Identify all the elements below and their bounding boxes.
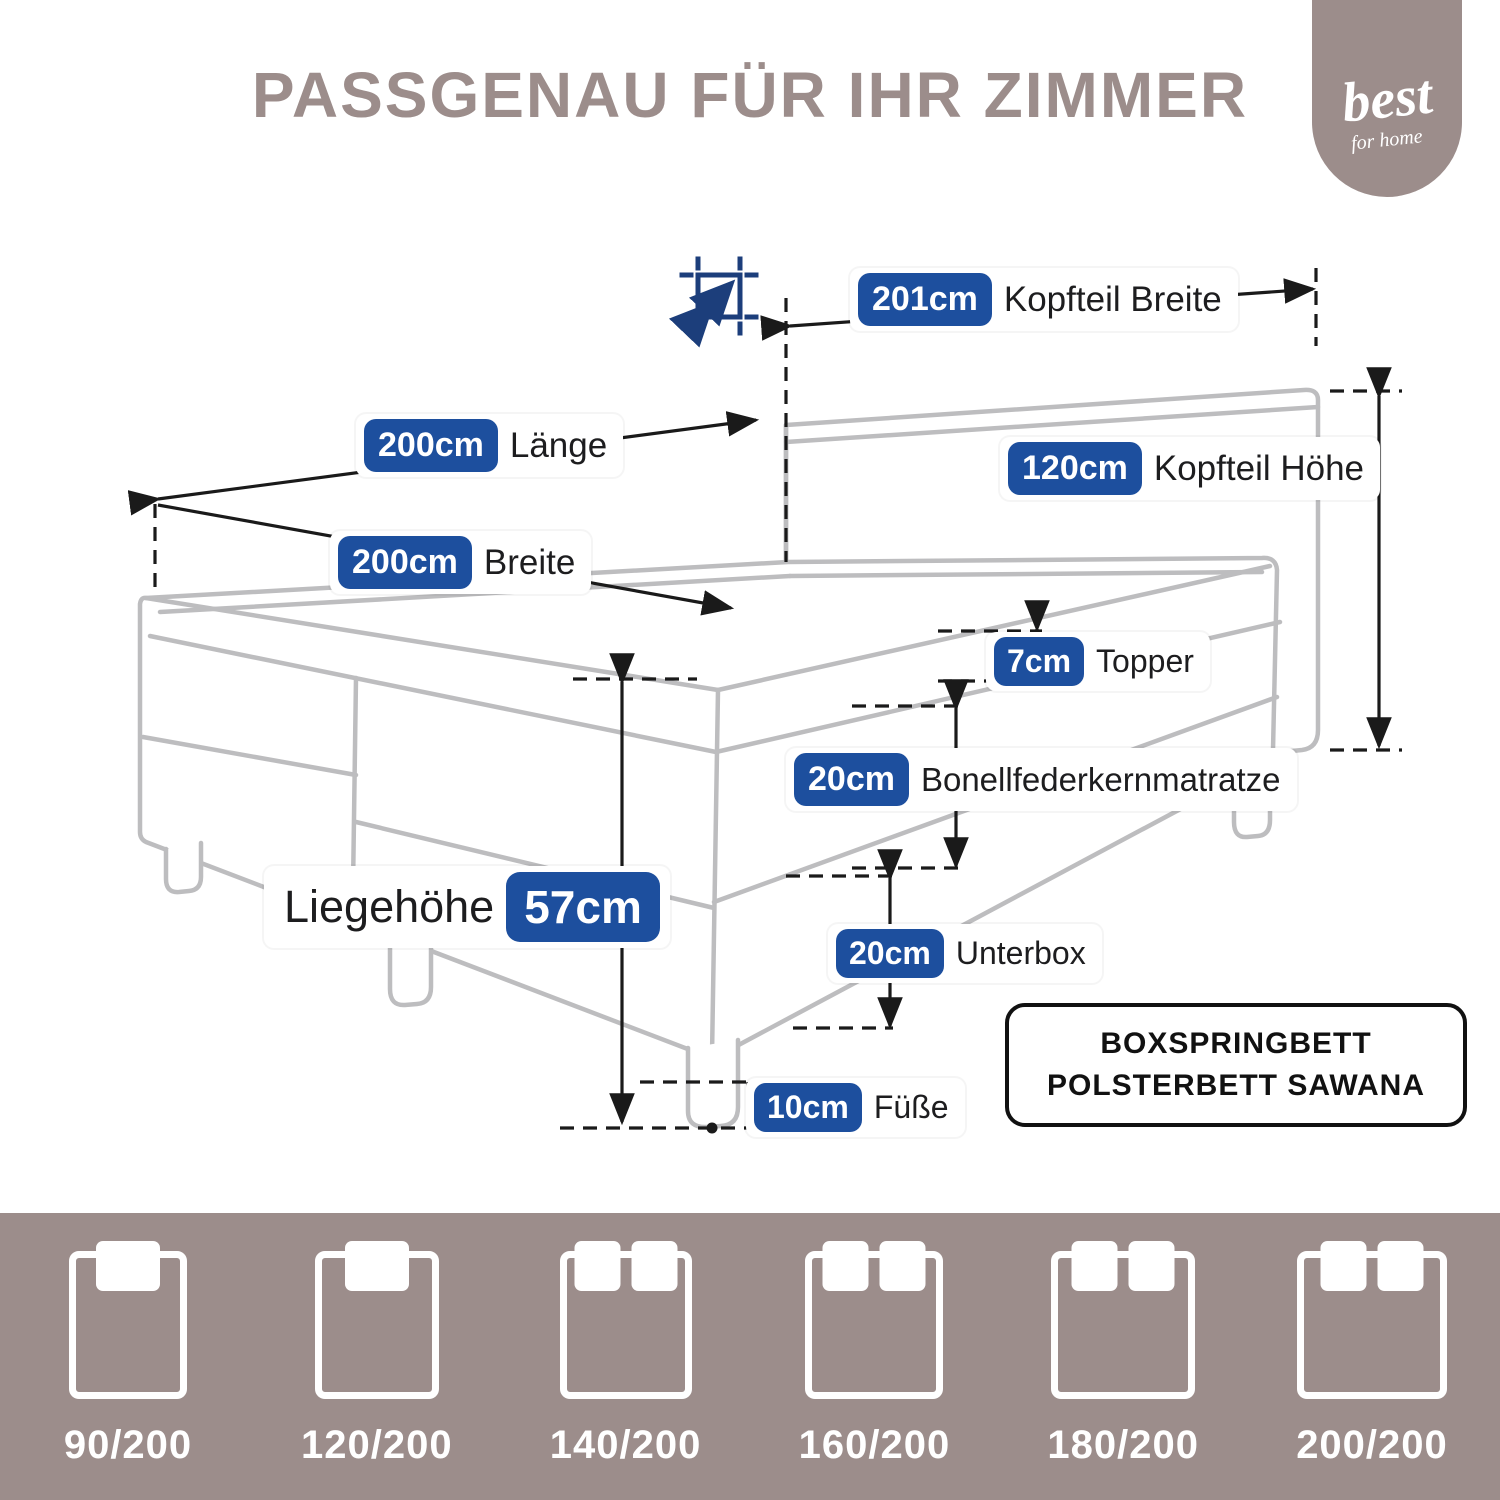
size-item-200-200: 200/200: [1266, 1213, 1478, 1468]
label-kopfteil-breite: 201cm Kopfteil Breite: [850, 268, 1238, 331]
size-item-160-200: 160/200: [768, 1213, 980, 1468]
value-badge: 20cm: [836, 929, 944, 978]
size-item-180-200: 180/200: [1017, 1213, 1229, 1468]
size-options-bar: 90/200 120/200 140/200 160/200 180/200: [0, 1213, 1500, 1500]
label-fuesse: 10cm Füße: [746, 1078, 965, 1137]
label-liegehoehe: Liegehöhe 57cm: [264, 866, 670, 948]
label-breite: 200cm Breite: [330, 531, 592, 594]
pillow-icons: [96, 1241, 160, 1291]
bed-top-view-icon: [1051, 1241, 1196, 1399]
label-text: Liegehöhe: [284, 881, 495, 932]
bed-top-view-icon: [314, 1241, 439, 1399]
page-title: PASSGENAU FÜR IHR ZIMMER: [251, 59, 1249, 131]
size-label: 160/200: [798, 1423, 951, 1467]
label-topper: 7cm Topper: [986, 632, 1210, 691]
label-text: Kopfteil Breite: [1003, 279, 1222, 319]
size-label: 180/200: [1047, 1423, 1199, 1467]
pillow-icons: [1320, 1241, 1424, 1291]
value-badge: 10cm: [754, 1083, 862, 1132]
size-item-90-200: 90/200: [22, 1213, 234, 1468]
value-badge: 57cm: [506, 872, 660, 942]
size-label: 200/200: [1296, 1423, 1448, 1467]
size-label: 90/200: [63, 1423, 193, 1467]
label-text: Topper: [1096, 643, 1194, 679]
label-laenge: 200cm Länge: [356, 414, 624, 477]
value-badge: 7cm: [994, 637, 1085, 686]
size-item-140-200: 140/200: [520, 1213, 732, 1468]
pillow-icons: [344, 1241, 409, 1291]
value-badge: 200cm: [338, 536, 472, 589]
product-name-line1: BOXSPRINGBETT: [1100, 1027, 1372, 1060]
label-text: Füße: [873, 1089, 949, 1125]
label-text: Länge: [509, 425, 608, 465]
value-badge: 20cm: [794, 753, 909, 806]
bed-top-view-icon: [805, 1241, 944, 1399]
label-bonellfederkernmatratze: 20cm Bonellfederkernmatratze: [786, 748, 1297, 811]
bed-top-view-icon: [1296, 1241, 1447, 1399]
brand-logo: best for home: [1312, 0, 1462, 197]
floor-reference-dot: [706, 1122, 718, 1134]
pillow-icons: [822, 1241, 926, 1291]
value-badge: 201cm: [858, 273, 992, 326]
label-unterbox: 20cm Unterbox: [828, 924, 1102, 983]
size-label: 120/200: [301, 1423, 453, 1467]
pillow-icons: [574, 1241, 678, 1291]
value-badge: 120cm: [1008, 442, 1142, 495]
value-badge: 200cm: [364, 419, 498, 472]
expand-resize-icon: [668, 256, 759, 348]
pillow-icons: [1071, 1241, 1175, 1291]
label-text: Bonellfederkernmatratze: [920, 760, 1281, 798]
label-text: Kopfteil Höhe: [1153, 448, 1365, 488]
label-kopfteil-hoehe: 120cm Kopfteil Höhe: [1000, 437, 1381, 500]
label-text: Breite: [483, 542, 576, 582]
product-name-box: BOXSPRINGBETT POLSTERBETT SAWANA: [1005, 1003, 1467, 1127]
bed-top-view-icon: [559, 1241, 692, 1399]
product-name-line2: POLSTERBETT SAWANA: [1046, 1069, 1425, 1102]
size-label: 140/200: [549, 1423, 702, 1467]
size-item-120-200: 120/200: [271, 1213, 483, 1468]
bed-top-view-icon: [69, 1241, 187, 1399]
label-text: Unterbox: [955, 935, 1086, 971]
